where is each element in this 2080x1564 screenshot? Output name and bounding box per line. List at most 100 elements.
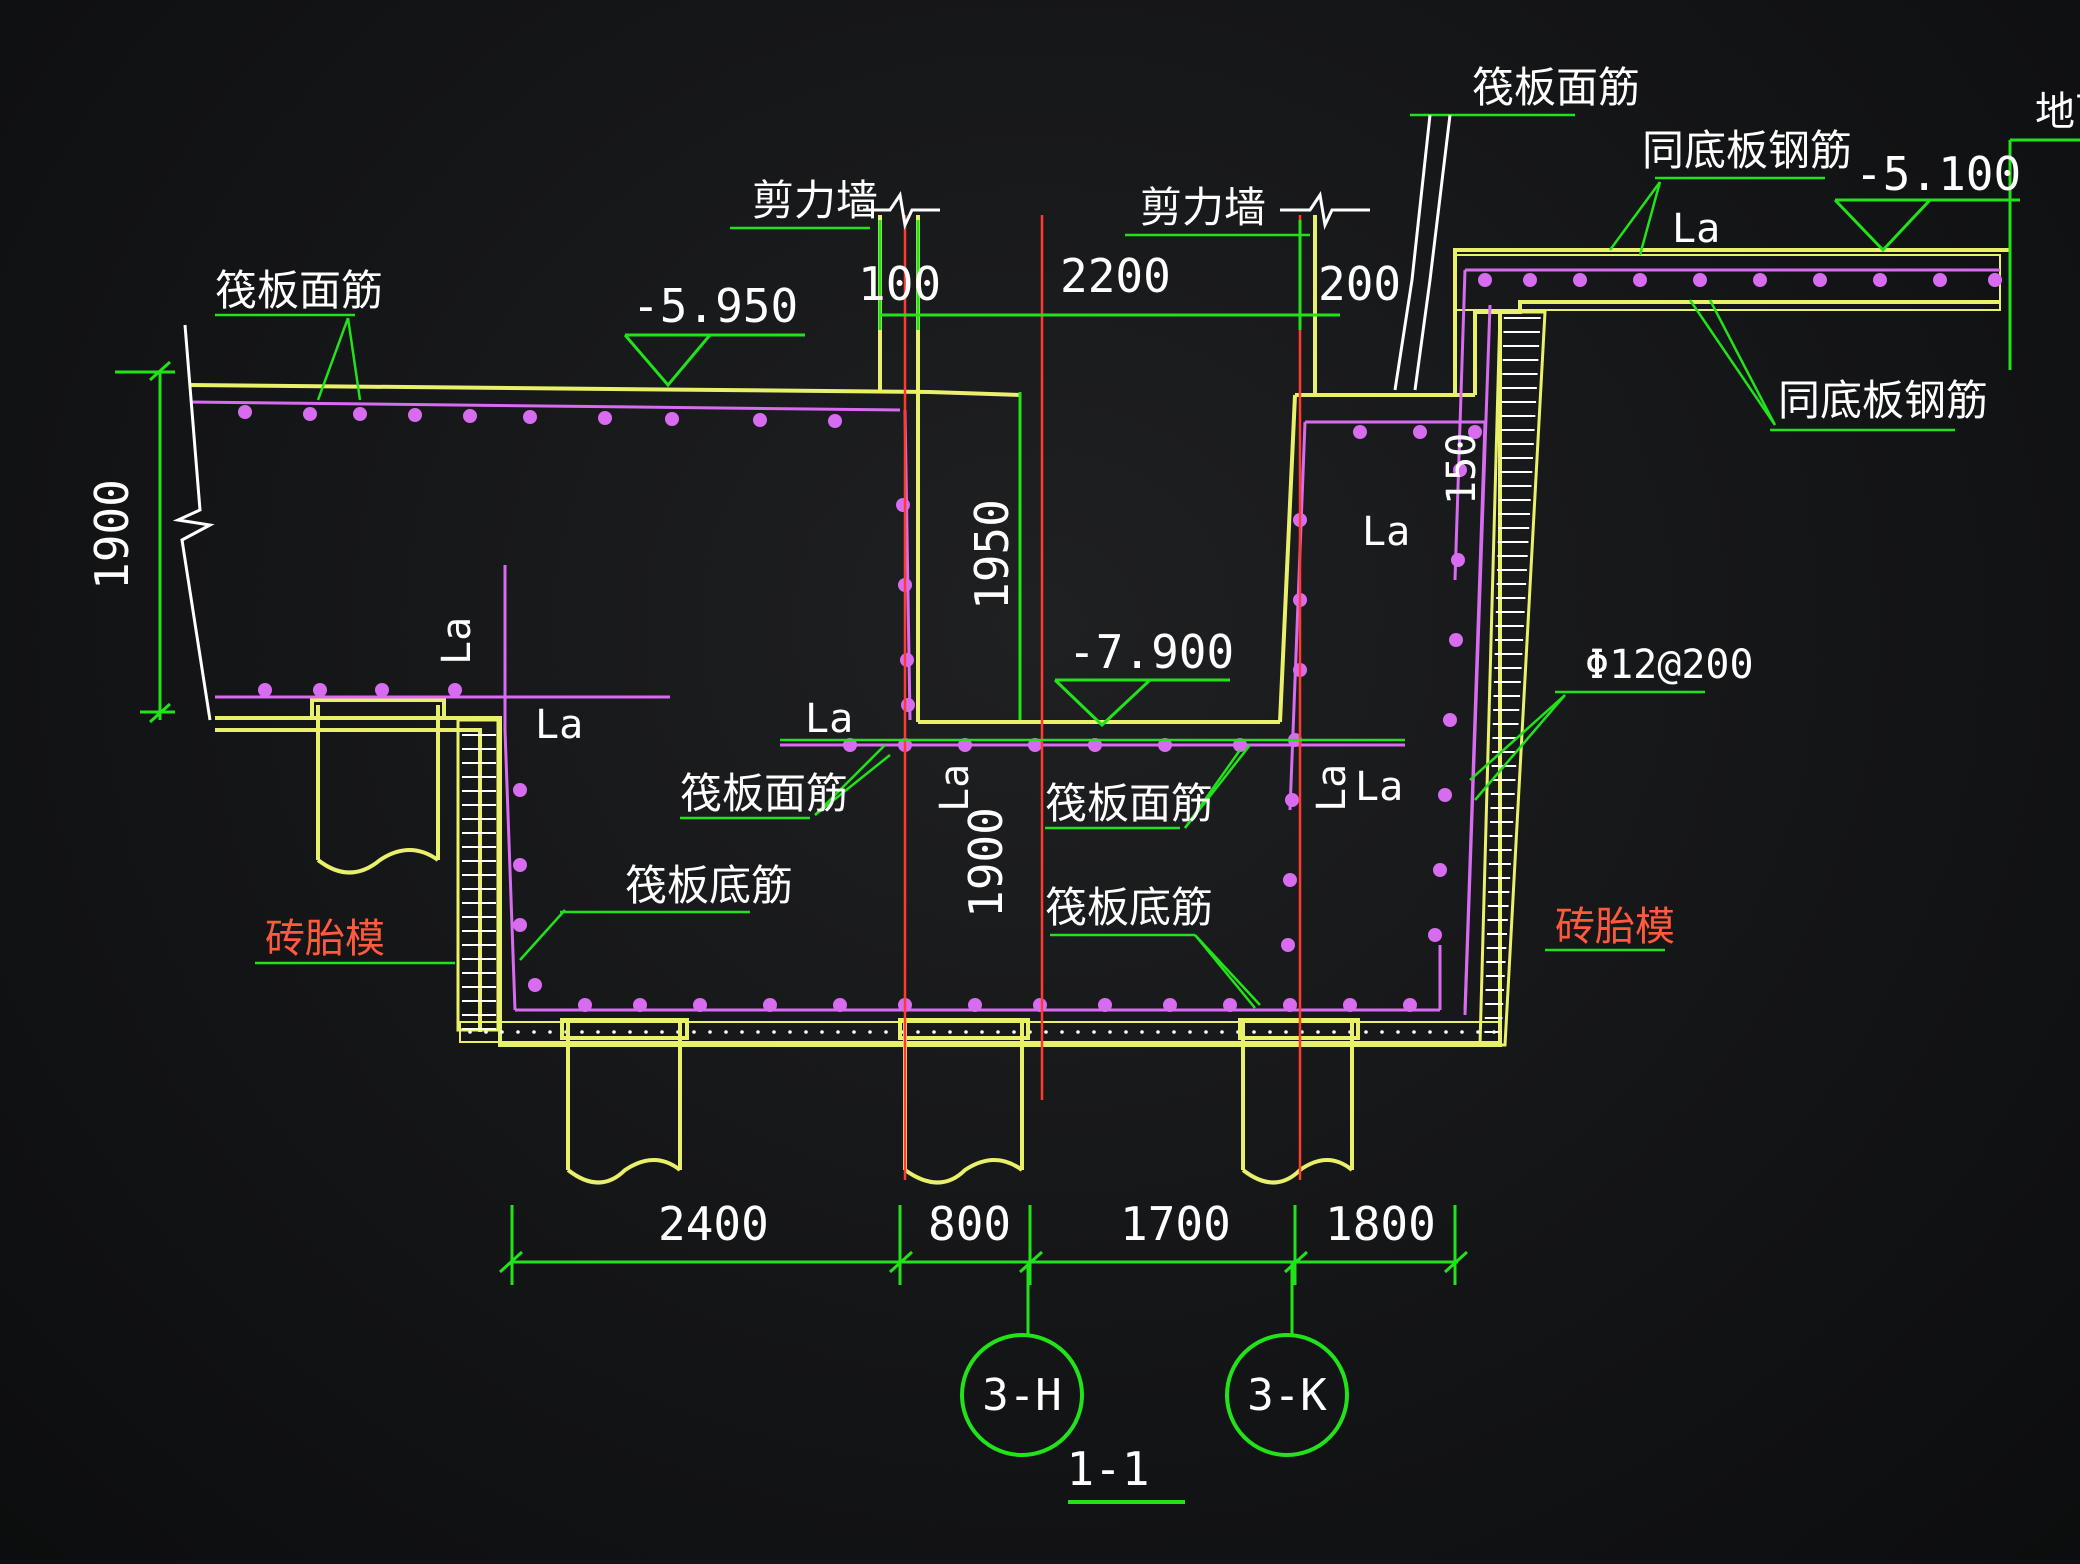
- label-la-right-vertical: La: [1309, 764, 1355, 812]
- rebar-dot-2: [353, 407, 367, 421]
- cushion-dot: [756, 1030, 760, 1034]
- cushion-dot: [1460, 1030, 1464, 1034]
- cushion-dot: [596, 1030, 600, 1034]
- rebar-dot-34: [900, 653, 914, 667]
- cushion-dot: [532, 1030, 536, 1034]
- axis-lines: [903, 215, 1302, 1180]
- label-la-top-right: La: [1672, 206, 1720, 252]
- leader-lines: [215, 113, 1955, 1009]
- dim-bottom-4: 1800: [1325, 1197, 1436, 1251]
- rebar-dot-58: [1413, 425, 1427, 439]
- cushion-dot: [996, 1030, 1000, 1034]
- rebar-dot-4: [463, 409, 477, 423]
- rebar-dots: [238, 273, 2002, 1012]
- cushion-dot: [932, 1030, 936, 1034]
- rebar-dot-51: [1451, 553, 1465, 567]
- cushion-dot: [468, 1030, 472, 1034]
- cushion-dot: [1220, 1030, 1224, 1034]
- section-title: 1-1: [1066, 1442, 1185, 1504]
- rebar-dot-25: [1033, 998, 1047, 1012]
- dim-left-height: 1900: [85, 479, 139, 590]
- axis-label-3k: 3-K: [1247, 1370, 1327, 1421]
- cushion-dot: [916, 1030, 920, 1034]
- pile-2: [560, 1018, 689, 1185]
- rebar-dot-48: [1283, 873, 1297, 887]
- rebar-dot-69: [1988, 273, 2002, 287]
- cut-off-label: 地下: [2035, 89, 2080, 135]
- cushion-dot: [1396, 1030, 1400, 1034]
- cushion-dot: [852, 1030, 856, 1034]
- label-same-slab-bar-top: 同底板钢筋: [1642, 126, 1852, 175]
- dim-pit-depth: 1950: [965, 499, 1019, 610]
- rebar-dot-53: [1443, 713, 1457, 727]
- label-la-mid-vertical: La: [932, 764, 978, 812]
- cushion-dot: [1428, 1030, 1432, 1034]
- elevation-left-top: -5.950: [632, 279, 798, 333]
- cushion-dot: [1492, 1030, 1496, 1034]
- label-raft-top-bar-right: 筏板面筋: [1045, 779, 1213, 828]
- cushion-dot: [772, 1030, 776, 1034]
- rebar-dot-10: [258, 683, 272, 697]
- label-shear-wall-right: 剪力墙: [1140, 183, 1266, 232]
- dim-wall-right: 200: [1318, 257, 1401, 311]
- dim-pit-bottom-depth: 1900: [959, 807, 1013, 918]
- rebar-dot-42: [1233, 738, 1247, 752]
- cushion-dot: [980, 1030, 984, 1034]
- axis-bubble-3h: 3-H: [960, 1333, 1084, 1457]
- rebar-dot-11: [313, 683, 327, 697]
- dim-pit-width: 2200: [1060, 249, 1171, 303]
- rebar-dot-47: [1285, 793, 1299, 807]
- rebar-dot-68: [1933, 273, 1947, 287]
- cushion-dot: [692, 1030, 696, 1034]
- cushion-dot: [788, 1030, 792, 1034]
- label-brick-mold-left: 砖胎模: [265, 916, 385, 962]
- rebar-dot-8: [753, 413, 767, 427]
- rebar-dot-17: [528, 978, 542, 992]
- cushion-dot: [1012, 1030, 1016, 1034]
- dim-wall-left: 100: [858, 257, 941, 311]
- cushion-dot: [1284, 1030, 1288, 1034]
- rebar-dot-15: [513, 858, 527, 872]
- break-symbols: [172, 114, 1452, 721]
- rebar-dot-35: [901, 698, 915, 712]
- cushion-dot: [1124, 1030, 1128, 1034]
- rebar-dot-60: [1478, 273, 1492, 287]
- rebar-dot-9: [828, 414, 842, 428]
- rebar-dot-22: [833, 998, 847, 1012]
- cushion-dot: [628, 1030, 632, 1034]
- rebar-dot-61: [1523, 273, 1537, 287]
- rebar-dot-29: [1283, 998, 1297, 1012]
- rebar-dot-40: [1088, 738, 1102, 752]
- rebar-dot-59: [1468, 425, 1482, 439]
- pile-1: [310, 698, 446, 875]
- text-layer: 筏板面筋 剪力墙 剪力墙 筏板面筋 同底板钢筋 同底板钢筋 筏板面筋 筏板面筋 …: [85, 63, 2080, 1251]
- label-la-corner: La: [1362, 509, 1410, 555]
- label-brick-mold-right: 砖胎模: [1555, 904, 1675, 950]
- cushion-dot: [1476, 1030, 1480, 1034]
- rebar-dot-18: [578, 998, 592, 1012]
- rebar-dot-6: [598, 411, 612, 425]
- elevation-pit-bottom: -7.900: [1068, 625, 1234, 679]
- label-raft-bottom-bar-left: 筏板底筋: [625, 861, 793, 910]
- rebar-dot-67: [1873, 273, 1887, 287]
- cushion-dot: [724, 1030, 728, 1034]
- label-la-left: La: [535, 702, 583, 748]
- brick-mold-right: [1478, 310, 1547, 1047]
- cushion-dot: [644, 1030, 648, 1034]
- rebar-dot-55: [1433, 863, 1447, 877]
- cushion-dot: [804, 1030, 808, 1034]
- cushion-dot: [1108, 1030, 1112, 1034]
- rebar-dot-12: [375, 683, 389, 697]
- rebar-dot-57: [1353, 425, 1367, 439]
- cushion-dot: [1188, 1030, 1192, 1034]
- cushion-dot: [1332, 1030, 1336, 1034]
- cushion-dot: [1156, 1030, 1160, 1034]
- rebar-dot-56: [1428, 928, 1442, 942]
- cushion-dot: [708, 1030, 712, 1034]
- axis-bubble-3k: 3-K: [1225, 1333, 1349, 1457]
- rebar-dot-13: [448, 683, 462, 697]
- cushion-dot: [484, 1030, 488, 1034]
- cushion-dot: [1412, 1030, 1416, 1034]
